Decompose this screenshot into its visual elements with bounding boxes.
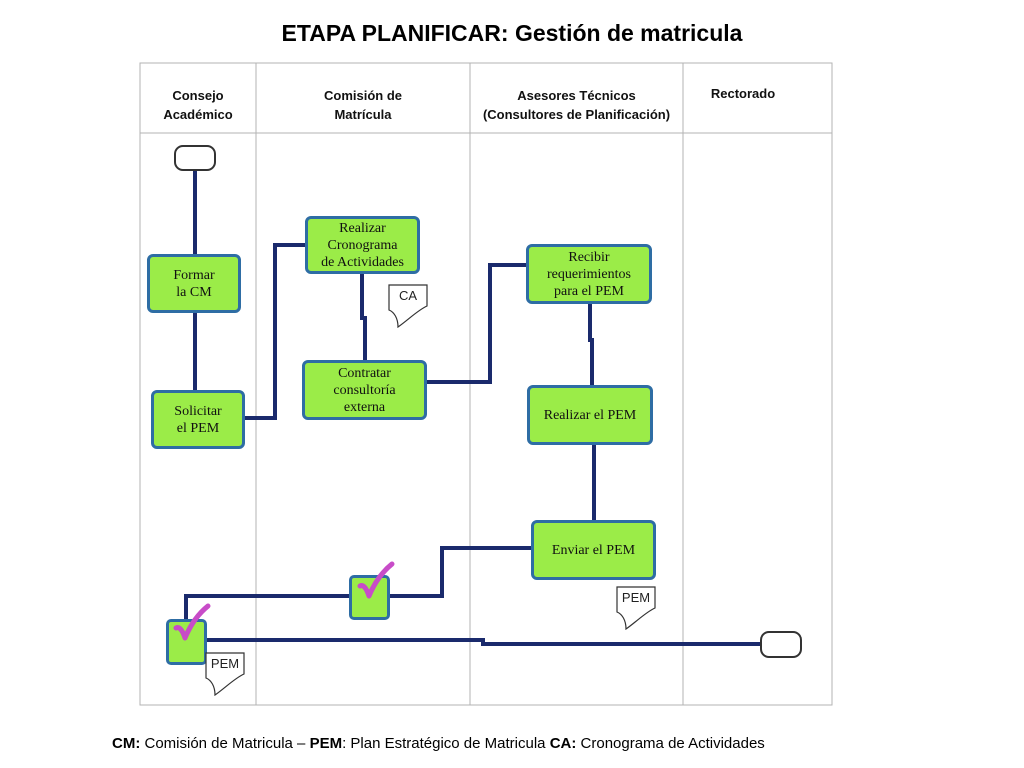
process-solicitar-pem: Solicitar el PEM [151,390,245,449]
document-pem-consejo-icon [205,652,245,696]
document-pem-consejo-label: PEM [210,656,240,671]
legend-pem-key: PEM [309,735,343,752]
legend-cm-text: Comisión de Matricula – [140,735,310,752]
connector-check-lower-to-end [206,638,760,646]
connector-cronograma-to-contratar [360,273,367,360]
lane-header-rectorado: Rectorado [683,84,803,103]
lane-header-asesores-line2: (Consultores de Planificación) [482,107,671,122]
page-title: ETAPA PLANIFICAR: Gestión de matricula [281,20,743,46]
connector-solicitar-to-cronograma [245,243,306,420]
legend-cm-key: CM: [112,735,141,752]
end-terminator [760,631,802,658]
legend-pem-text: : Plan Estratégico de Matricula [342,735,550,752]
process-enviar-pem: Enviar el PEM [531,520,656,580]
document-pem-asesores: PEM [616,586,656,630]
connector-enviar-to-check-upper [389,546,532,598]
process-realizar-pem: Realizar el PEM [527,385,653,445]
document-pem-asesores-icon [616,586,656,630]
process-recibir-requerimientos: Recibir requerimientos para el PEM [526,244,652,304]
lane-header-consejo: Consejo Académico [140,86,256,124]
process-contratar-consultoria-label: Contratar consultoría externa [333,365,396,415]
legend-ca-key: CA: [549,735,577,752]
process-recibir-requerimientos-label: Recibir requerimientos para el PEM [547,249,631,299]
checkmark-upper-icon [357,561,395,599]
document-ca-label: CA [398,288,418,303]
legend: CM: Comisión de Matricula – PEM: Plan Es… [112,735,765,752]
process-realizar-cronograma: Realizar Cronograma de Actividades [305,216,420,274]
connector-contratar-to-recibir [427,263,527,384]
process-realizar-pem-label: Realizar el PEM [543,407,637,423]
process-formar-cm: Formar la CM [147,254,241,313]
process-contratar-consultoria: Contratar consultoría externa [302,360,427,420]
process-formar-cm-label: Formar la CM [173,267,215,300]
connector-recibir-to-realizar [588,303,594,386]
lane-header-comision: Comisión de Matrícula [256,86,470,124]
process-enviar-pem-label: Enviar el PEM [551,542,636,558]
lane-header-consejo-line2: Académico [163,107,233,122]
legend-ca-text: Cronograma de Actividades [576,735,765,752]
approval-check-lower [166,619,207,665]
document-pem-consejo: PEM [205,652,245,696]
process-realizar-cronograma-label: Realizar Cronograma de Actividades [321,220,404,270]
process-solicitar-pem-label: Solicitar el PEM [174,403,222,436]
connectors [184,170,760,646]
swimlane-frame [139,62,833,706]
connector-check-upper-to-check-lower [184,594,350,620]
lane-header-rectorado-line1: Rectorado [710,86,776,101]
checkmark-lower-icon [173,603,211,641]
lane-header-asesores-line1: Asesores Técnicos [517,88,636,103]
document-pem-asesores-label: PEM [621,590,651,605]
lane-header-consejo-line1: Consejo [172,88,224,103]
start-terminator [174,145,216,171]
document-ca: CA [388,284,428,328]
document-ca-icon [388,284,428,328]
lane-header-asesores: Asesores Técnicos (Consultores de Planif… [470,86,683,124]
lane-header-comision-line2: Matrícula [334,107,392,122]
lane-header-comision-line1: Comisión de [323,88,402,103]
